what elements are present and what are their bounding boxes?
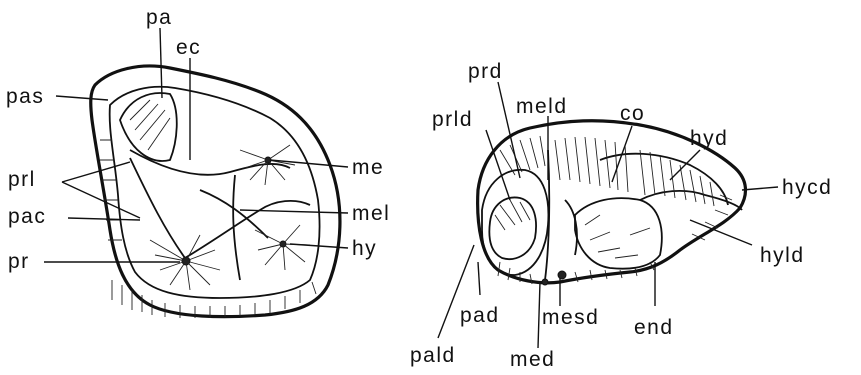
label-pas: pas [6, 85, 44, 108]
label-end: end [634, 316, 674, 339]
leader-pac [68, 218, 140, 220]
label-pa: pa [146, 6, 172, 29]
lower-molar-labels: prd prld meld co hyd hycd hyld end mesd … [410, 60, 832, 371]
label-pr: pr [8, 250, 30, 273]
label-mel: mel [352, 202, 390, 225]
leader-prl-2 [62, 182, 140, 218]
label-prd: prd [468, 60, 503, 83]
label-ec: ec [176, 36, 201, 59]
upper-molar-labels: pa ec pas prl pac pr me mel hy [6, 6, 390, 273]
leader-pas [56, 96, 108, 100]
label-co: co [620, 102, 645, 125]
label-pad: pad [460, 304, 500, 327]
label-med: med [510, 348, 555, 371]
label-hyd: hyd [690, 127, 728, 150]
leader-hycd [742, 187, 778, 190]
label-hyld: hyld [760, 244, 805, 267]
label-pac: pac [8, 205, 46, 228]
upper-molar-leaders [44, 28, 348, 262]
label-hycd: hycd [782, 176, 832, 199]
label-prld: prld [432, 108, 473, 131]
upper-molar-drawing [91, 66, 340, 318]
label-pald: pald [410, 344, 456, 367]
leader-pad [478, 262, 480, 295]
leader-med [538, 282, 540, 348]
leader-hyd [670, 150, 700, 180]
label-mesd: mesd [542, 306, 599, 329]
leader-prl-1 [62, 162, 130, 182]
label-prl: prl [8, 168, 36, 191]
label-hy: hy [352, 237, 377, 260]
label-meld: meld [516, 95, 568, 118]
label-me: me [352, 156, 384, 179]
